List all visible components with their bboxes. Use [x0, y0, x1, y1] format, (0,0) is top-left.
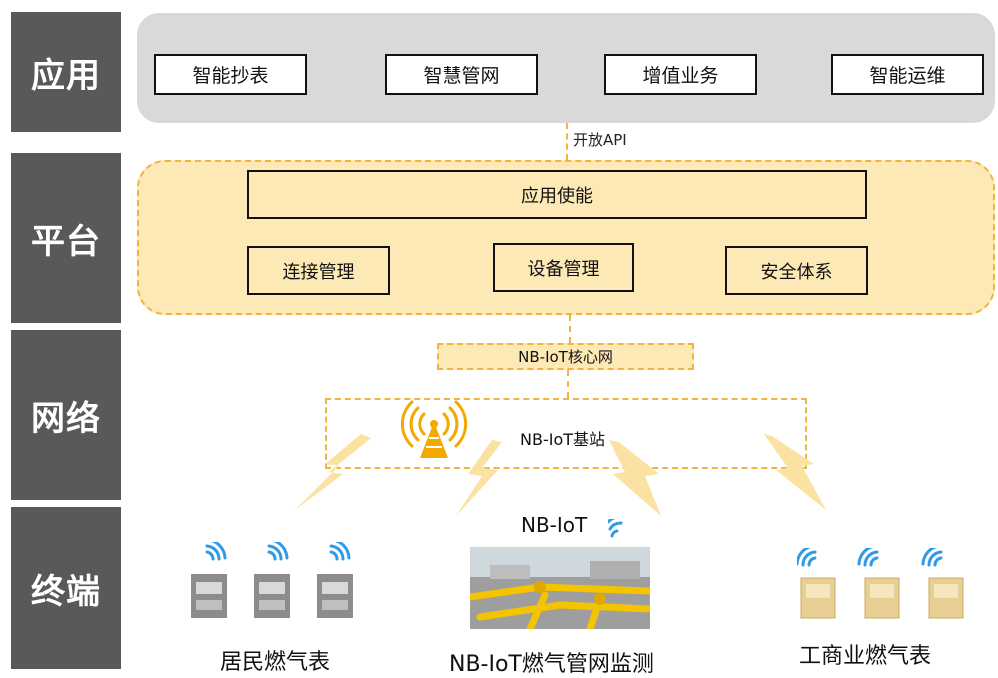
lightning-icon: [456, 440, 502, 516]
layer-label-application: 应用: [11, 12, 121, 132]
lightning-icon: [609, 440, 661, 516]
lightning-icon: [295, 434, 371, 510]
app-item-smart-operations: 智能运维: [831, 54, 984, 95]
application-band: 智能抄表 智慧管网 增值业务 智能运维: [137, 13, 995, 123]
layer-label-network: 网络: [11, 330, 121, 500]
gas-meter-icon: [191, 574, 353, 618]
connector-line: [566, 123, 568, 160]
caption-commercial-gas-meter: 工商业燃气表: [799, 644, 932, 669]
base-station-box: [325, 398, 807, 469]
wifi-icon: [797, 548, 943, 567]
pipe-network-photo: [470, 547, 650, 629]
wifi-icon: [205, 542, 351, 561]
cell-tower-icon: [400, 400, 468, 458]
wifi-icon: [608, 519, 623, 538]
layer-label-terminal: 终端: [11, 507, 121, 669]
app-item-value-added-services: 增值业务: [604, 54, 757, 95]
open-api-label: 开放API: [573, 131, 627, 149]
nbiot-core-network: NB-IoT核心网: [437, 343, 694, 370]
caption-resident-gas-meter: 居民燃气表: [220, 650, 331, 675]
nbiot-link-label: NB-IoT: [521, 513, 588, 537]
layer-label-platform: 平台: [11, 153, 121, 323]
commercial-meter-group: [797, 548, 964, 619]
platform-band: 应用使能 连接管理 设备管理 安全体系: [137, 160, 995, 315]
platform-app-enablement: 应用使能: [247, 170, 867, 219]
connector-line: [567, 370, 569, 398]
app-item-smart-meter-reading: 智能抄表: [154, 54, 307, 95]
lightning-icon: [764, 434, 826, 510]
connector-line: [569, 315, 571, 343]
caption-pipe-network-monitoring: NB-IoT燃气管网监测: [449, 652, 654, 677]
platform-device-management: 设备管理: [493, 243, 634, 292]
gas-meter-icon: [800, 577, 964, 619]
platform-security-system: 安全体系: [725, 246, 868, 295]
app-item-smart-pipe-network: 智慧管网: [385, 54, 538, 95]
base-station-label: NB-IoT基站: [520, 430, 606, 449]
resident-meter-group: [191, 542, 353, 618]
platform-connection-management: 连接管理: [247, 246, 390, 295]
